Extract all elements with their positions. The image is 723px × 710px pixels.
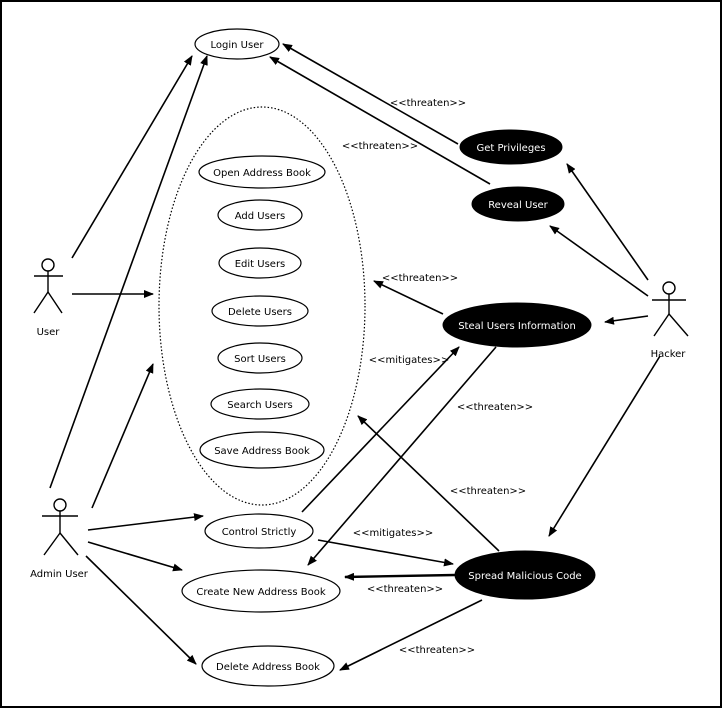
use-case-delete-users-label: Delete Users bbox=[228, 307, 292, 318]
reveal-threaten-login-line bbox=[269, 56, 491, 185]
use-case-open-address-book-label: Open Address Book bbox=[213, 168, 311, 179]
misuse-case-get-privileges[interactable]: Get Privileges bbox=[459, 129, 563, 165]
misuse-case-reveal-user-label: Reveal User bbox=[488, 200, 548, 211]
admin-to-delete-book-line bbox=[85, 555, 197, 665]
hacker-to-reveal-line bbox=[549, 225, 649, 297]
threaten-label: <<threaten>> bbox=[457, 402, 533, 413]
use-case-save-address-book[interactable]: Save Address Book bbox=[199, 431, 325, 469]
admin-to-system-line bbox=[91, 363, 154, 509]
mitigates-label: <<mitigates>> bbox=[369, 355, 450, 366]
use-case-sort-users[interactable]: Sort Users bbox=[217, 342, 303, 374]
privileges-threaten-login-line bbox=[282, 43, 459, 145]
hacker-to-steal-line bbox=[604, 315, 649, 325]
steal-threaten-create-line bbox=[307, 346, 497, 566]
mitigates-label: <<mitigates>> bbox=[353, 528, 434, 539]
use-case-open-address-book[interactable]: Open Address Book bbox=[198, 155, 326, 189]
actor-user[interactable] bbox=[33, 258, 63, 314]
use-case-control-strictly-label: Control Strictly bbox=[222, 527, 297, 538]
use-case-login[interactable]: Login User bbox=[194, 28, 280, 60]
threaten-label: <<threaten>> bbox=[390, 98, 466, 109]
use-case-save-address-book-label: Save Address Book bbox=[214, 446, 310, 457]
threaten-label: <<threaten>> bbox=[342, 141, 418, 152]
control-mitigates-malicious-line bbox=[317, 539, 454, 567]
malicious-threaten-delete-book-line bbox=[339, 599, 483, 671]
use-case-edit-users[interactable]: Edit Users bbox=[218, 247, 302, 279]
hacker-to-malicious-line bbox=[548, 355, 661, 537]
system-boundary bbox=[158, 106, 366, 506]
actor-user-label: User bbox=[37, 327, 61, 338]
misuse-case-reveal-user[interactable]: Reveal User bbox=[471, 186, 565, 222]
use-case-search-users[interactable]: Search Users bbox=[210, 388, 310, 420]
use-case-search-users-label: Search Users bbox=[227, 400, 293, 411]
misuse-case-get-privileges-label: Get Privileges bbox=[476, 143, 545, 154]
threaten-label: <<threaten>> bbox=[382, 273, 458, 284]
admin-to-login-line bbox=[49, 55, 208, 489]
use-case-add-users[interactable]: Add Users bbox=[217, 199, 303, 231]
malicious-threaten-system-line bbox=[357, 415, 500, 552]
use-case-delete-users[interactable]: Delete Users bbox=[211, 295, 309, 327]
threaten-label: <<threaten>> bbox=[367, 584, 443, 595]
actor-hacker-label: Hacker bbox=[651, 349, 687, 360]
use-case-sort-users-label: Sort Users bbox=[234, 354, 286, 365]
hacker-to-privileges-line bbox=[566, 163, 649, 281]
actor-admin[interactable] bbox=[42, 498, 79, 556]
use-case-edit-users-label: Edit Users bbox=[235, 259, 286, 270]
misuse-case-spread-malicious-code-label: Spread Malicious Code bbox=[468, 571, 581, 582]
control-mitigates-steal-line bbox=[301, 346, 460, 513]
user-to-login-line bbox=[71, 55, 193, 259]
actor-hacker[interactable] bbox=[652, 281, 689, 337]
misuse-case-steal-users-information[interactable]: Steal Users Information bbox=[442, 302, 592, 348]
malicious-threaten-create-line bbox=[344, 572, 456, 581]
use-case-create-address-book-label: Create New Address Book bbox=[196, 587, 325, 598]
misuse-case-steal-users-information-label: Steal Users Information bbox=[458, 321, 576, 332]
use-case-delete-address-book-label: Delete Address Book bbox=[216, 662, 320, 673]
admin-to-create-line bbox=[87, 541, 183, 572]
use-case-login-label: Login User bbox=[211, 40, 265, 51]
threaten-label: <<threaten>> bbox=[450, 486, 526, 497]
admin-to-control-line bbox=[87, 513, 204, 531]
use-case-create-address-book[interactable]: Create New Address Book bbox=[181, 569, 341, 613]
misuse-case-spread-malicious-code[interactable]: Spread Malicious Code bbox=[454, 550, 596, 600]
steal-threaten-system-line bbox=[373, 280, 444, 315]
use-case-delete-address-book[interactable]: Delete Address Book bbox=[201, 645, 335, 687]
connections bbox=[49, 43, 661, 671]
use-case-add-users-label: Add Users bbox=[235, 211, 286, 222]
threaten-label: <<threaten>> bbox=[399, 645, 475, 656]
actor-admin-label: Admin User bbox=[30, 569, 89, 580]
use-case-control-strictly[interactable]: Control Strictly bbox=[204, 513, 314, 549]
